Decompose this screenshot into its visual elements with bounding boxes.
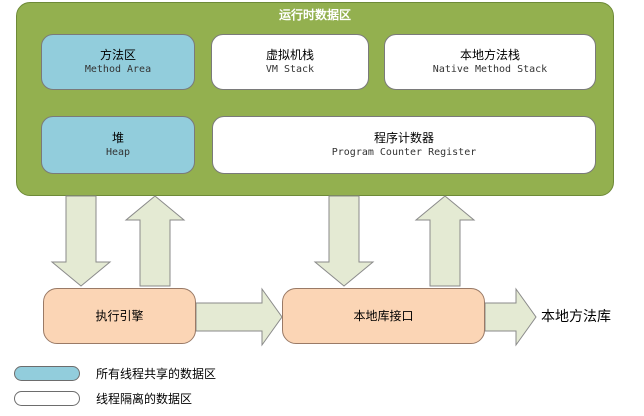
native-interface-box: 本地库接口 (282, 288, 485, 344)
method-area-box: 方法区 Method Area (41, 34, 195, 90)
arrow-native-interface-to-library (484, 287, 537, 347)
heap-cn-label: 堆 (111, 131, 124, 145)
arrow-engine-to-native-interface (195, 287, 283, 347)
vm-stack-cn-label: 虚拟机栈 (265, 48, 314, 62)
arrow-runtime-to-engine (50, 195, 112, 287)
native-method-stack-cn-label: 本地方法栈 (459, 48, 520, 62)
native-interface-label: 本地库接口 (353, 309, 414, 323)
legend-isolated-swatch (14, 391, 80, 406)
execution-engine-box: 执行引擎 (43, 288, 196, 344)
heap-box: 堆 Heap (41, 116, 195, 174)
arrow-engine-to-runtime (124, 195, 186, 287)
legend-isolated-label: 线程隔离的数据区 (96, 392, 193, 406)
native-method-stack-box: 本地方法栈 Native Method Stack (384, 34, 596, 90)
program-counter-register-en-label: Program Counter Register (331, 147, 477, 158)
arrow-runtime-to-native-interface (313, 195, 375, 287)
vm-stack-box: 虚拟机栈 VM Stack (211, 34, 369, 90)
program-counter-register-box: 程序计数器 Program Counter Register (212, 116, 596, 174)
legend-shared-swatch (14, 366, 80, 381)
vm-stack-en-label: VM Stack (265, 64, 315, 75)
legend-shared-label: 所有线程共享的数据区 (96, 367, 217, 381)
heap-en-label: Heap (105, 147, 131, 158)
program-counter-register-cn-label: 程序计数器 (373, 131, 434, 145)
method-area-en-label: Method Area (84, 64, 152, 75)
execution-engine-label: 执行引擎 (95, 309, 144, 323)
arrow-native-interface-to-runtime (414, 195, 476, 287)
native-library-label: 本地方法库 (541, 309, 611, 325)
method-area-cn-label: 方法区 (99, 48, 136, 62)
native-method-stack-en-label: Native Method Stack (432, 64, 548, 75)
runtime-data-area-title: 运行时数据区 (278, 8, 351, 22)
